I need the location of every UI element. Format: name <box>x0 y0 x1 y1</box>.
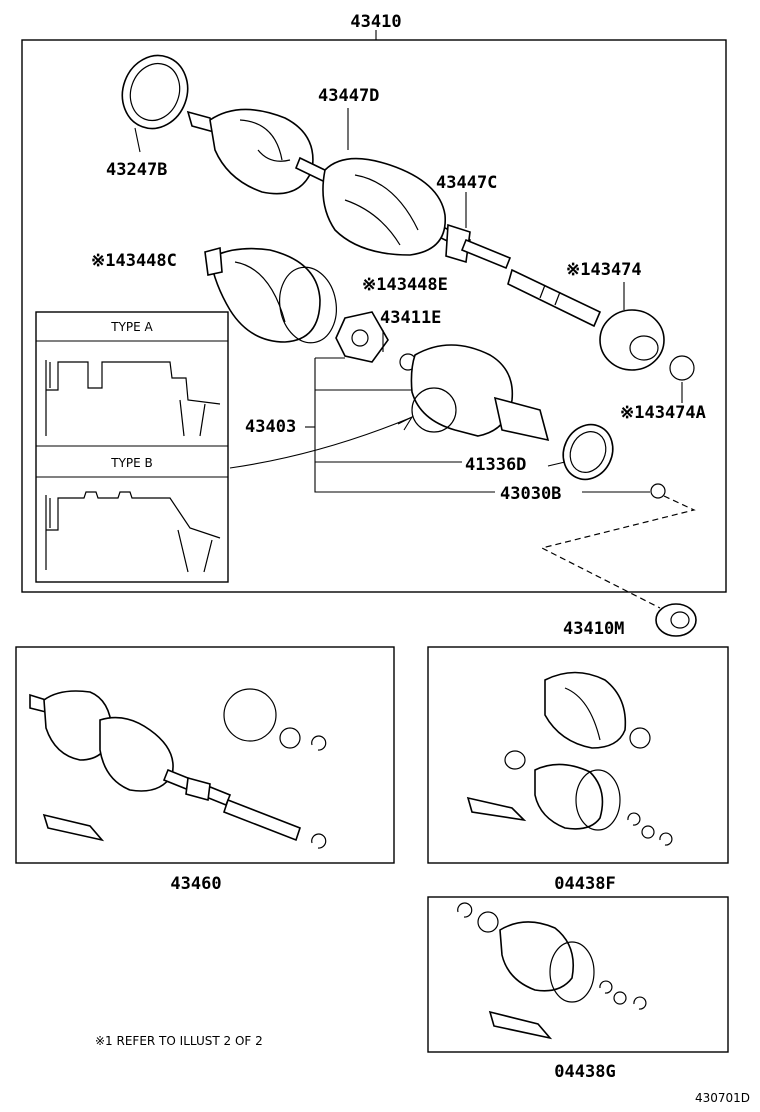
outer-housing-43403-drawing <box>410 344 550 442</box>
label-43448c: ※143448C <box>91 251 177 271</box>
label-43030b: 43030B <box>500 484 561 504</box>
seal-43410m-drawing <box>655 603 697 637</box>
boot-43448c-drawing <box>204 246 321 343</box>
type-b-label: TYPE B <box>110 456 153 470</box>
dashed-leader-43410m <box>540 495 696 609</box>
label-04438g: 04438G <box>554 1062 615 1082</box>
snap-43030b-drawing <box>650 483 666 499</box>
label-43410m: 43410M <box>563 619 624 639</box>
footnote: ※1 REFER TO ILLUST 2 OF 2 <box>95 1034 263 1048</box>
type-inset: TYPE A TYPE B <box>35 311 229 583</box>
kit-43460-frame <box>15 646 395 864</box>
tripod-43411e-drawing <box>335 311 389 363</box>
label-43447d: 43447D <box>318 86 379 106</box>
kit-43460-drawing <box>29 688 327 849</box>
label-43460: 43460 <box>170 874 221 894</box>
ring-43448e-drawing <box>279 266 337 344</box>
label-43247b: 43247B <box>106 160 167 180</box>
label-04438f: 04438F <box>554 874 615 894</box>
kit-04438f-drawing <box>466 671 673 846</box>
ring-41336d-drawing <box>562 423 614 481</box>
type-a-label: TYPE A <box>110 320 153 334</box>
label-43403: 43403 <box>245 417 296 437</box>
figure-code: 430701D <box>695 1091 750 1105</box>
damper-43474-drawing <box>599 282 665 371</box>
label-43448e: ※143448E <box>362 275 448 295</box>
kit-04438g-drawing <box>457 902 647 1040</box>
kit-04438g-frame <box>427 896 729 1053</box>
label-43474: ※143474 <box>566 260 642 280</box>
kit-04438f-frame <box>427 646 729 864</box>
label-43447c: 43447C <box>436 173 497 193</box>
main-assembly-frame <box>21 39 727 593</box>
clip-43474a-drawing <box>669 355 695 403</box>
label-43474a: ※143474A <box>620 403 706 423</box>
label-43410: 43410 <box>350 12 401 32</box>
label-41336d: 41336D <box>465 455 526 475</box>
label-43411e: 43411E <box>380 308 441 328</box>
ring-43247b-drawing <box>121 54 189 153</box>
drive-shaft-drawing <box>186 108 602 328</box>
bracket-leaders <box>229 357 650 493</box>
